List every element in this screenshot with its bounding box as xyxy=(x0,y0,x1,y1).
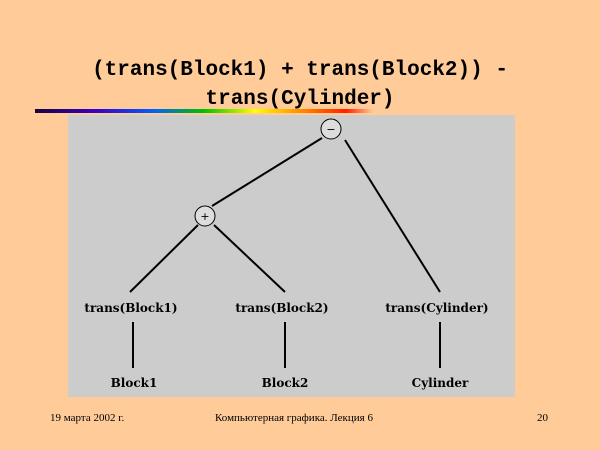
footer-course-title: Компьютерная графика. Лекция 6 xyxy=(215,412,373,424)
leaf-cylinder: Cylinder xyxy=(412,376,469,390)
operator-difference-symbol: − xyxy=(326,123,335,136)
edge-root-trans-cylinder xyxy=(344,139,441,293)
rainbow-divider xyxy=(35,109,373,113)
edge-union-trans-block2 xyxy=(213,224,286,293)
edge-union-trans-block1 xyxy=(129,224,199,293)
node-trans-block2: trans(Block2) xyxy=(235,301,328,315)
leaf-block2: Block2 xyxy=(262,376,309,390)
slide-title-line-1: (trans(Block1) + trans(Block2)) - xyxy=(92,59,508,82)
operator-node-union: + xyxy=(194,205,216,227)
node-trans-block1: trans(Block1) xyxy=(84,301,177,315)
operator-union-symbol: + xyxy=(200,210,209,223)
slide-title: (trans(Block1) + trans(Block2)) - trans(… xyxy=(0,56,600,114)
node-trans-cylinder: trans(Cylinder) xyxy=(385,301,488,315)
slide-title-line-2: trans(Cylinder) xyxy=(205,88,395,111)
leaf-block1: Block1 xyxy=(111,376,158,390)
edge-root-union xyxy=(211,137,323,207)
footer-page-number: 20 xyxy=(537,412,548,424)
operator-node-difference: − xyxy=(320,118,342,140)
footer-date: 19 марта 2002 г. xyxy=(50,412,125,424)
